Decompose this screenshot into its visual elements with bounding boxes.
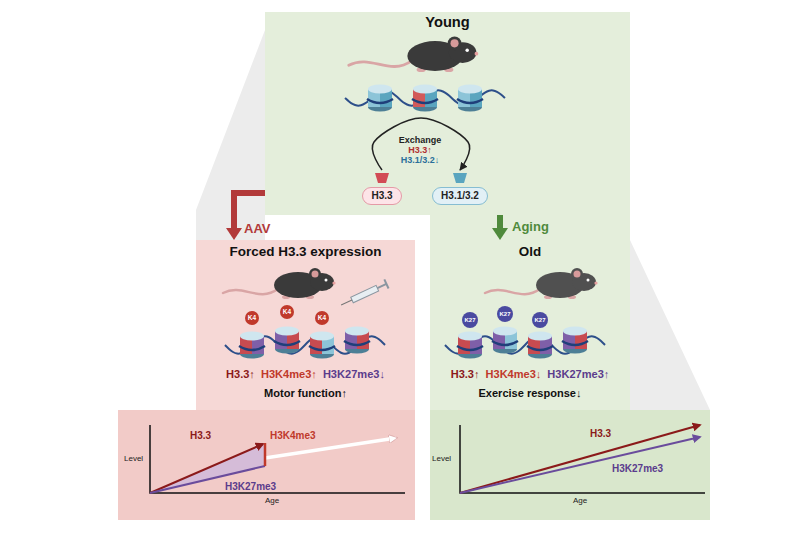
chart-panel (118, 410, 415, 520)
mouse-illustration (349, 36, 478, 72)
mark-label: K4 (283, 308, 291, 315)
nucleosome (457, 332, 483, 359)
chart-label: Level (432, 455, 451, 464)
edge-label: Aging (512, 220, 549, 234)
panel-box: YoungH3.3 H3.1/3.2 (265, 12, 630, 215)
result-text: Exercise response↓ (478, 387, 581, 400)
panel-fill (265, 12, 630, 215)
result-text: H3K27me3↑ (547, 368, 609, 381)
histone-pill: H3.1/3.2 (432, 170, 488, 205)
result-text: H3K27me3↓ (323, 368, 385, 381)
pill-label: H3.1/3.2 (432, 187, 488, 205)
chart-label: H3K27me3 (612, 463, 663, 474)
nucleosome (527, 332, 553, 359)
chart-line (460, 425, 700, 493)
nucleosome (344, 327, 370, 354)
panel-fill (430, 240, 630, 410)
histone-pill: H3.3 (362, 170, 401, 205)
mark-circle (280, 305, 294, 319)
chart-label: H3K4me3 (270, 430, 316, 441)
nucleosome (562, 327, 588, 354)
nucleosome (309, 332, 335, 359)
mouse-illustration (223, 268, 336, 299)
exchange-arrow (372, 118, 469, 170)
transition-arrow (497, 215, 503, 228)
mark-label: K27 (464, 317, 475, 324)
chart-axis (150, 425, 405, 493)
chart-label: Age (265, 497, 279, 506)
nucleosome (492, 327, 518, 354)
chart-label: Age (573, 497, 587, 506)
exchange-text: H3.1/3.2↓ (401, 156, 440, 166)
chart-label: H3.3 (190, 430, 211, 441)
chart-label: Level (124, 455, 143, 464)
nucleosome (457, 85, 483, 112)
result-text: H3.3↑ (226, 368, 255, 381)
result-text: H3K4me3↑ (261, 368, 317, 381)
pill-label: H3.3 (362, 187, 401, 205)
mark-circle (497, 306, 513, 322)
mark-label: K4 (318, 314, 326, 321)
exchange-text: Exchange (399, 136, 442, 146)
panel-box: OldH3.3↑ H3K4me3↓ H3K27me3↑ Exercise respon… (430, 240, 630, 410)
panel-heading: Young (425, 14, 470, 31)
chart-bar (264, 443, 267, 466)
mark-label: K27 (534, 317, 545, 324)
result-text: H3.3↑ (451, 368, 480, 381)
result-text: H3K4me3↓ (486, 368, 542, 381)
mouse-illustration (485, 268, 598, 299)
panel-heading: Forced H3.3 expression (230, 244, 382, 260)
chart-axis (460, 425, 705, 493)
chart-line (265, 438, 396, 458)
histone-icon (375, 173, 389, 183)
nucleosome (412, 85, 438, 112)
chart-line (460, 437, 700, 493)
nucleosome (239, 332, 265, 359)
edge-label: AAV (244, 222, 270, 236)
histone-icon (453, 173, 467, 183)
panel-box: Forced H3.3 expressionH3.3↑ H3K4me3↑ H3K27… (196, 240, 415, 410)
panel-fill (196, 240, 415, 410)
mark-circle (462, 312, 478, 328)
chart-label: H3.3 (590, 428, 611, 439)
chart-label: H3K27me3 (225, 481, 276, 492)
mark-label: K27 (499, 311, 510, 318)
nucleosome (274, 327, 300, 354)
chart-panel (430, 410, 710, 520)
panel-heading: Old (519, 244, 541, 259)
exchange-text: H3.3↑ (408, 146, 432, 156)
mark-circle (532, 312, 548, 328)
mark-circle (245, 311, 259, 325)
syringe-icon (339, 279, 389, 309)
panel-fill (430, 214, 630, 241)
mark-circle (315, 311, 329, 325)
mark-label: K4 (248, 314, 256, 321)
result-text: Motor function↑ (264, 387, 347, 400)
nucleosome (367, 85, 393, 112)
